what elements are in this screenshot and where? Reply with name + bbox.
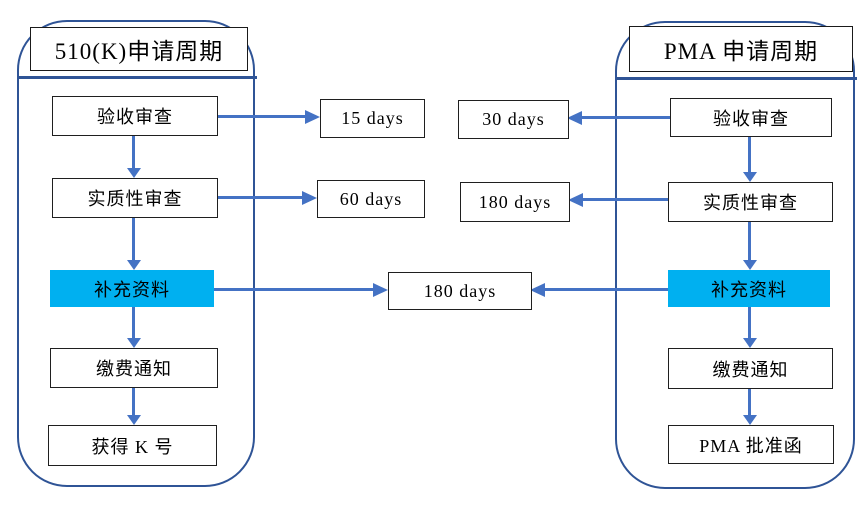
- arrow-head-pma-step2-to-step3: [743, 260, 757, 270]
- duration-pma-acceptance-30-days: 30 days: [458, 100, 569, 139]
- arrow-head-510k-step2-to-step3: [127, 260, 141, 270]
- step-pma-supplementary-info: 补充资料: [668, 270, 830, 307]
- duration-supplement-shared-180-days: 180 days: [388, 272, 532, 310]
- arrow-head-510k-step1-to-step2: [127, 168, 141, 178]
- arrow-line-510k-step3-to-step4: [132, 307, 135, 340]
- arrow-head-510k-step3-to-step4: [127, 338, 141, 348]
- pma-cycle-container: [615, 21, 855, 489]
- arrow-line-pma-step4-to-step5: [748, 387, 751, 416]
- arrow-head-510k-step4-to-step5: [127, 415, 141, 425]
- 510k-header-divider-line: [17, 76, 257, 79]
- arrow-line-510k-supplement-to-180days: [214, 288, 375, 291]
- arrow-line-pma-step3-to-step4: [748, 307, 751, 340]
- step-510k-obtain-k-number: 获得 K 号: [48, 425, 217, 466]
- arrow-head-pma-acceptance-to-30days: [567, 111, 582, 125]
- step-510k-fee-notice: 缴费通知: [50, 348, 218, 388]
- arrow-line-pma-step1-to-step2: [748, 135, 751, 174]
- 510k-cycle-title: 510(K)申请周期: [30, 27, 248, 71]
- arrow-head-pma-supplement-to-180days: [530, 283, 545, 297]
- arrow-line-510k-substantive-to-60days: [216, 196, 304, 199]
- arrow-line-pma-substantive-to-180days: [581, 198, 668, 201]
- step-pma-approval-letter: PMA 批准函: [668, 425, 834, 464]
- step-pma-acceptance-review: 验收审查: [670, 98, 832, 137]
- arrow-line-510k-step2-to-step3: [132, 216, 135, 262]
- arrow-line-pma-acceptance-to-30days: [580, 116, 670, 119]
- arrow-head-pma-step4-to-step5: [743, 415, 757, 425]
- step-pma-fee-notice: 缴费通知: [668, 348, 833, 389]
- pma-header-divider-line: [615, 77, 857, 80]
- arrow-line-510k-acceptance-to-15days: [216, 115, 308, 118]
- arrow-line-pma-step2-to-step3: [748, 220, 751, 262]
- pma-cycle-title: PMA 申请周期: [629, 26, 853, 72]
- step-510k-supplementary-info: 补充资料: [50, 270, 214, 307]
- step-pma-substantive-review: 实质性审查: [668, 182, 833, 222]
- step-510k-substantive-review: 实质性审查: [52, 178, 218, 218]
- arrow-head-510k-substantive-to-60days: [302, 191, 317, 205]
- arrow-line-pma-supplement-to-180days: [543, 288, 668, 291]
- arrow-line-510k-step4-to-step5: [132, 386, 135, 416]
- step-510k-acceptance-review: 验收审查: [52, 96, 218, 136]
- arrow-head-pma-substantive-to-180days: [568, 193, 583, 207]
- arrow-head-510k-supplement-to-180days: [373, 283, 388, 297]
- arrow-head-pma-step3-to-step4: [743, 338, 757, 348]
- duration-pma-substantive-180-days: 180 days: [460, 182, 570, 222]
- duration-510k-acceptance-15-days: 15 days: [320, 99, 425, 138]
- duration-510k-substantive-60-days: 60 days: [317, 180, 425, 218]
- arrow-head-510k-acceptance-to-15days: [305, 110, 320, 124]
- arrow-head-pma-step1-to-step2: [743, 172, 757, 182]
- 510k-cycle-container: [17, 20, 255, 487]
- arrow-line-510k-step1-to-step2: [132, 134, 135, 170]
